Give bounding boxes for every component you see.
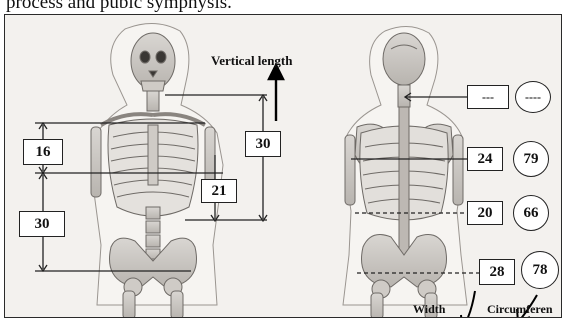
back-top-width-box: ---: [467, 85, 509, 109]
front-skeleton: [91, 23, 223, 318]
caption-text: process and pubic symphysis.: [6, 0, 232, 14]
measure-16-box: 16: [23, 139, 63, 165]
back-top-circumference-circle: ----: [515, 81, 551, 113]
diagram-panel: Vertical length 16 30 21 30 --- ---- 24 …: [4, 14, 562, 318]
back-row2-circumference-circle: 66: [513, 195, 549, 231]
back-row3-width-box: 28: [479, 259, 515, 285]
back-row1-circumference-circle: 79: [513, 141, 549, 177]
back-skeleton: [343, 26, 467, 318]
measure-30-left-box: 30: [19, 211, 65, 237]
measure-30-vertical-box: 30: [245, 131, 281, 157]
circumference-label: Circumferen: [487, 302, 553, 317]
measure-21-box: 21: [201, 179, 237, 203]
back-row1-width-box: 24: [467, 147, 503, 171]
vertical-length-arrow: [269, 65, 283, 121]
back-row2-width-box: 20: [467, 201, 503, 225]
width-label: Width: [413, 302, 445, 317]
vertical-length-label: Vertical length: [211, 53, 292, 69]
back-row3-circumference-circle: 78: [521, 251, 559, 289]
